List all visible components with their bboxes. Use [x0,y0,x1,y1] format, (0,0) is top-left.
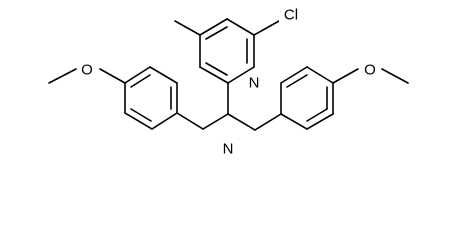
bond [124,112,153,130]
bond [226,18,255,36]
bond [306,108,328,122]
bond [124,66,151,84]
atom-ring-nitrogen: N [246,73,262,93]
right-o-methyl-bond [381,68,409,84]
bond [205,62,228,76]
left-oxygen-label: O [81,62,93,79]
pyridine-ring [199,18,255,84]
ring-nitrogen-label: N [249,75,260,92]
bond [227,66,255,84]
atom-right-oxygen: O [361,60,379,80]
atom-amine-nitrogen: N [220,139,236,159]
amine-nitrogen-label: N [223,141,234,158]
ch2-right-aryl-bond [254,113,282,131]
left-benzene-ring [124,66,178,130]
n-ch2-left-bond [202,113,229,130]
bond [205,26,228,40]
left-aryl-o-bond [99,68,126,84]
atom-chlorine: Cl [279,5,303,25]
bond [280,66,308,84]
left-o-methyl-bond [48,68,77,84]
bond [280,113,308,130]
right-benzene-ring [280,66,334,130]
bond [149,66,178,84]
structure-diagram: Cl N N O O [48,5,409,159]
ch2-left-aryl-bond [176,112,204,130]
bond [306,113,334,130]
bond [151,112,178,130]
methyl-bond [174,20,201,36]
atom-left-oxygen: O [78,60,96,80]
chloro-bond [253,20,280,36]
bond [306,66,334,84]
bond [199,66,229,84]
bond [286,74,308,88]
chlorine-label: Cl [284,7,298,24]
n-ch2-right-bond [227,113,256,131]
bond [199,18,228,36]
right-aryl-o-bond [332,68,359,84]
right-oxygen-label: O [364,62,376,79]
bond [130,74,151,88]
bond [130,108,152,122]
